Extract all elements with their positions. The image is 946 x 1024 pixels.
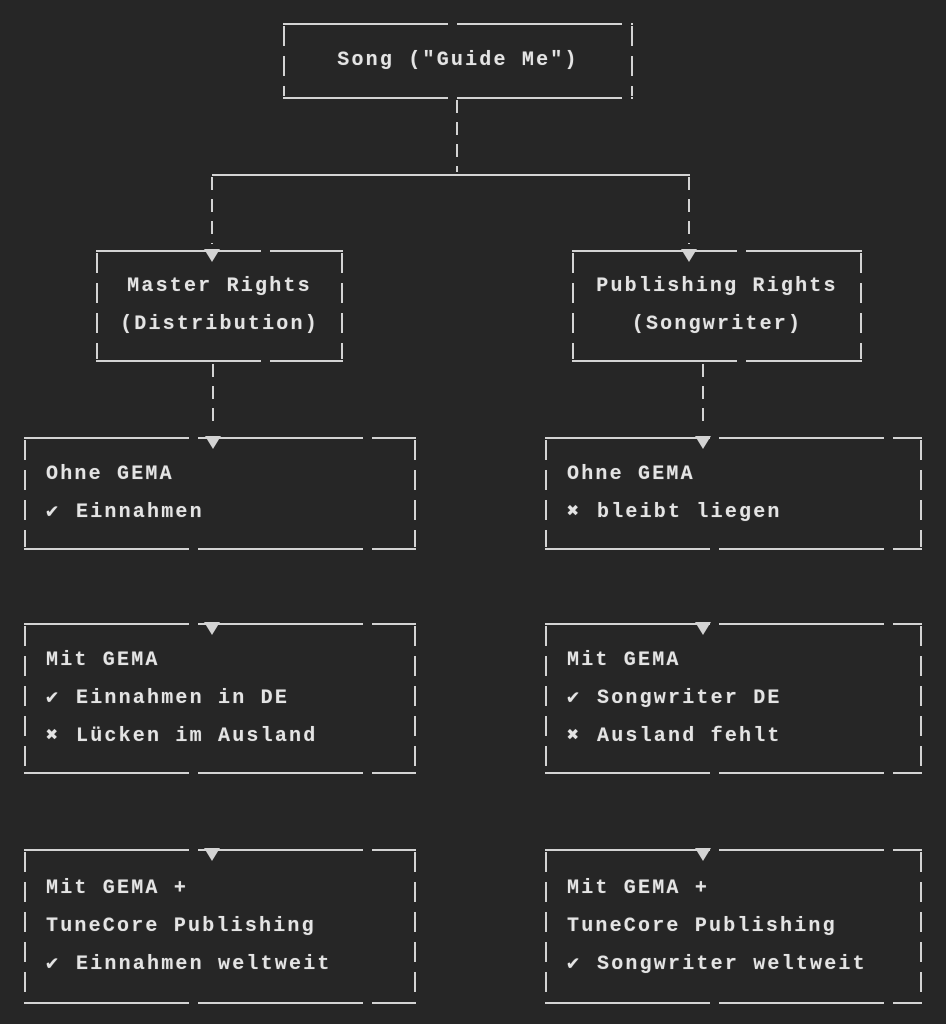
scenario-text: Mit GEMA: [567, 648, 681, 672]
scenario-line: Ohne GEMA: [46, 456, 416, 494]
scenario-text: Songwriter weltweit: [597, 952, 867, 976]
scenario-text: Mit GEMA +: [567, 876, 710, 900]
scenario-line: Mit GEMA +: [46, 870, 416, 908]
scenario-text: TuneCore Publishing: [567, 914, 837, 938]
scenario-line: ✔ Einnahmen in DE: [46, 680, 416, 718]
node-publishing-ohne-gema: Ohne GEMA ✖ bleibt liegen: [545, 437, 922, 550]
cross-icon: ✖: [567, 724, 582, 748]
scenario-text: Einnahmen in DE: [76, 686, 290, 710]
scenario-line: Mit GEMA: [567, 642, 922, 680]
scenario-text: Songwriter DE: [597, 686, 782, 710]
node-master-mit-gema-tunecore: Mit GEMA + TuneCore Publishing ✔ Einnahme…: [24, 849, 416, 1004]
scenario-line: ✔ Einnahmen: [46, 494, 416, 532]
scenario-line: ✖ bleibt liegen: [567, 494, 922, 532]
node-master-ohne-gema: Ohne GEMA ✔ Einnahmen: [24, 437, 416, 550]
scenario-line: Mit GEMA +: [567, 870, 922, 908]
node-title-line: Master Rights: [127, 275, 312, 298]
scenario-text: Ausland fehlt: [597, 724, 782, 748]
scenario-text: Einnahmen weltweit: [76, 952, 332, 976]
cross-icon: ✖: [46, 724, 61, 748]
node-publishing-mit-gema: Mit GEMA ✔ Songwriter DE ✖ Ausland fehlt: [545, 623, 922, 774]
check-icon: ✔: [46, 952, 61, 976]
check-icon: ✔: [567, 686, 582, 710]
scenario-text: Mit GEMA: [46, 648, 160, 672]
scenario-text: bleibt liegen: [597, 500, 782, 524]
node-subtitle-line: (Songwriter): [631, 313, 803, 336]
scenario-line: ✔ Songwriter weltweit: [567, 946, 922, 984]
node-publishing-mit-gema-tunecore: Mit GEMA + TuneCore Publishing ✔ Songwrit…: [545, 849, 922, 1004]
scenario-text: Einnahmen: [76, 500, 204, 524]
node-publishing-rights: Publishing Rights (Songwriter): [572, 250, 862, 362]
check-icon: ✔: [46, 500, 61, 524]
check-icon: ✔: [567, 952, 582, 976]
scenario-line: TuneCore Publishing: [46, 908, 416, 946]
node-master-rights: Master Rights (Distribution): [96, 250, 343, 362]
scenario-line: Mit GEMA: [46, 642, 416, 680]
check-icon: ✔: [46, 686, 61, 710]
scenario-text: TuneCore Publishing: [46, 914, 316, 938]
scenario-text: Mit GEMA +: [46, 876, 189, 900]
node-subtitle-line: (Distribution): [120, 313, 319, 336]
node-title-line: Publishing Rights: [596, 275, 838, 298]
scenario-text: Ohne GEMA: [567, 462, 695, 486]
scenario-line: ✔ Einnahmen weltweit: [46, 946, 416, 984]
scenario-line: ✖ Ausland fehlt: [567, 718, 922, 756]
scenario-line: ✔ Songwriter DE: [567, 680, 922, 718]
node-song: Song ("Guide Me"): [283, 23, 633, 99]
scenario-text: Ohne GEMA: [46, 462, 174, 486]
node-song-label: Song ("Guide Me"): [337, 49, 579, 72]
cross-icon: ✖: [567, 500, 582, 524]
scenario-text: Lücken im Ausland: [76, 724, 318, 748]
scenario-line: Ohne GEMA: [567, 456, 922, 494]
node-master-mit-gema: Mit GEMA ✔ Einnahmen in DE ✖ Lücken im Aus…: [24, 623, 416, 774]
scenario-line: ✖ Lücken im Ausland: [46, 718, 416, 756]
scenario-line: TuneCore Publishing: [567, 908, 922, 946]
